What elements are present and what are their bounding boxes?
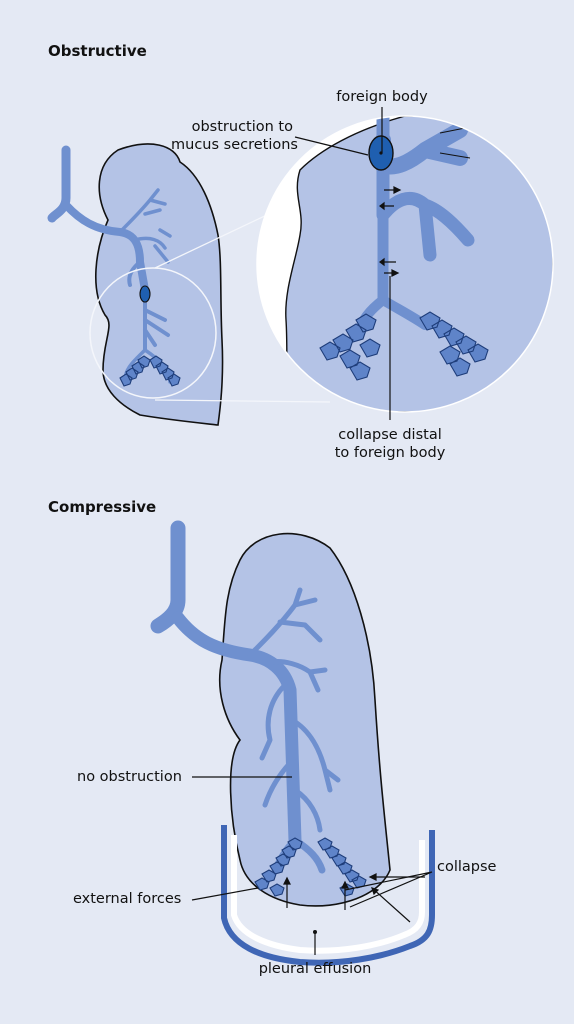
collapse-distal-label-line2: to foreign body [330, 444, 450, 462]
obstructive-lung [96, 144, 223, 425]
obstruction-label-line1: obstruction to [171, 118, 293, 136]
collapse-distal-label-line1: collapse distal [330, 426, 450, 444]
magnified-view [257, 116, 553, 412]
compressive-section-title: Compressive [48, 498, 156, 516]
obstruction-label-line2: mucus secretions [171, 136, 293, 154]
foreign-body-label: foreign body [332, 88, 432, 106]
obstructive-section-title: Obstructive [48, 42, 147, 60]
collapse-label: collapse [437, 858, 496, 876]
pleural-effusion-label: pleural effusion [250, 960, 380, 978]
small-foreign-body [140, 286, 150, 302]
no-obstruction-label: no obstruction [77, 768, 182, 786]
external-forces-label: external forces [73, 890, 181, 908]
